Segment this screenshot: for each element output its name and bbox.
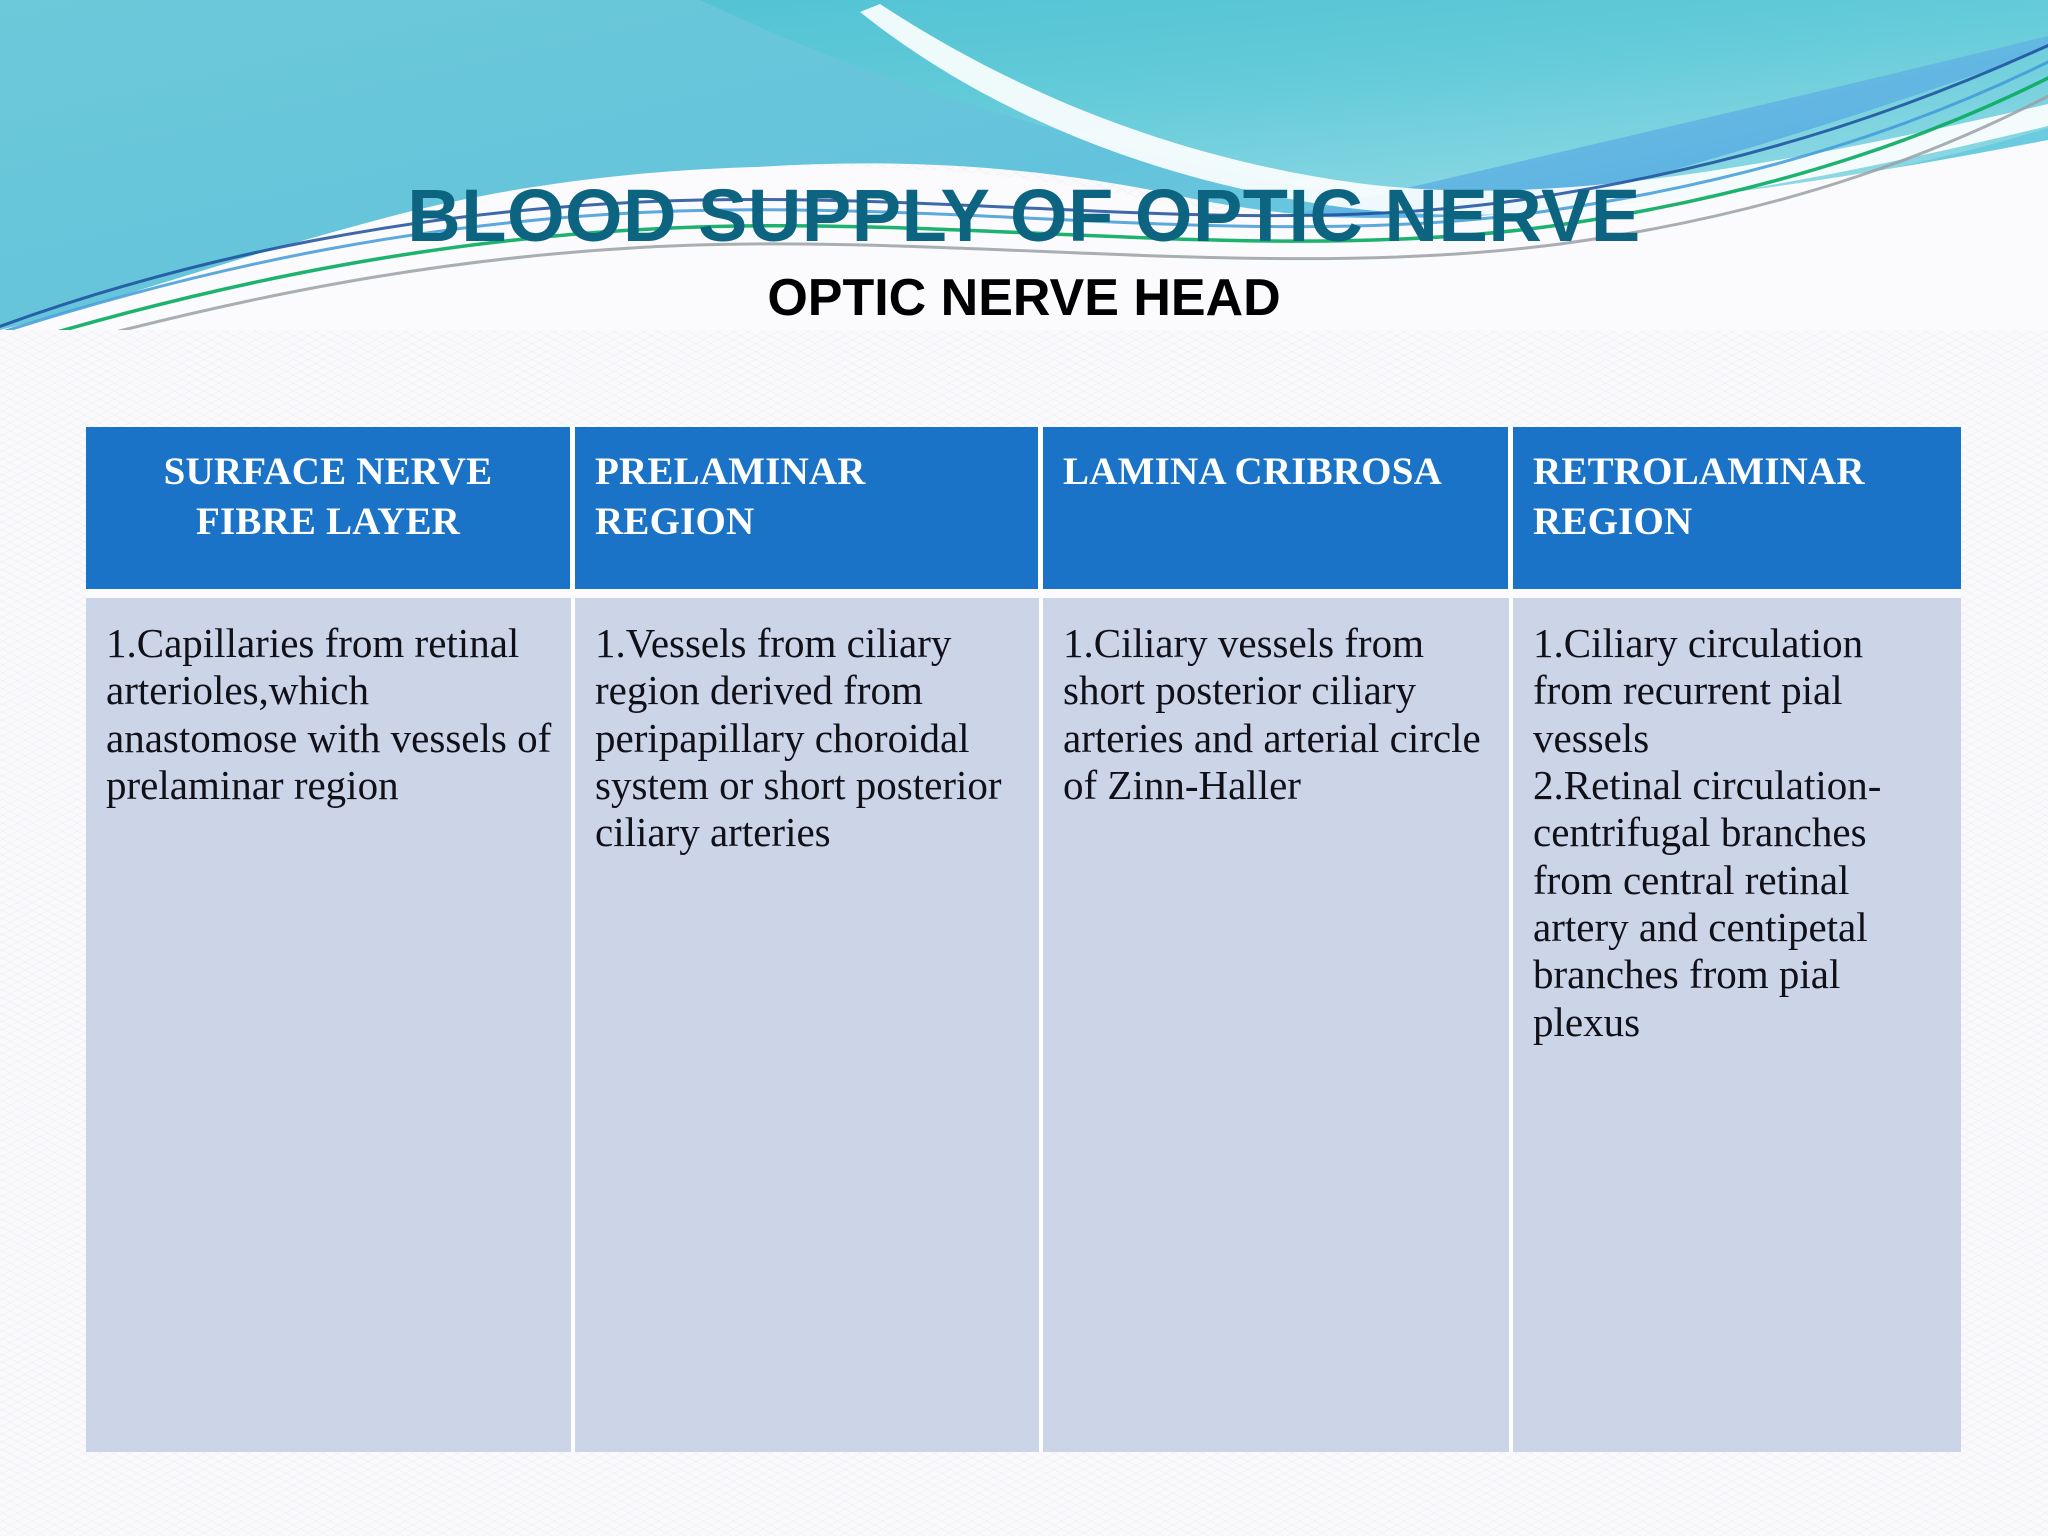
cell-prelaminar-region: 1.Vessels from ciliary region derived fr… [575,598,1043,1452]
cell-surface-nerve-fibre-layer: 1.Capillaries from retinal arterioles,wh… [86,598,575,1452]
optic-nerve-head-blood-supply-table: SURFACE NERVE FIBRE LAYER PRELAMINAR REG… [86,427,1961,1452]
column-header-surface-nerve-fibre-layer: SURFACE NERVE FIBRE LAYER [86,427,575,598]
title-block: BLOOD SUPPLY OF OPTIC NERVE OPTIC NERVE … [0,174,2048,327]
list-item: 1.Vessels from ciliary region derived fr… [595,620,1002,856]
page-title: BLOOD SUPPLY OF OPTIC NERVE [407,174,1641,257]
column-header-retrolaminar-region: RETROLAMINAR REGION [1513,427,1961,598]
table-header-row: SURFACE NERVE FIBRE LAYER PRELAMINAR REG… [86,427,1961,598]
column-header-prelaminar-region: PRELAMINAR REGION [575,427,1043,598]
list-item: 1.Ciliary circulation from recurrent pia… [1533,620,1864,761]
list-item: 1.Ciliary vessels from short posterior c… [1063,620,1481,809]
list-item: 1.Capillaries from retinal arterioles,wh… [106,620,552,809]
cell-lamina-cribrosa: 1.Ciliary vessels from short posterior c… [1043,598,1513,1452]
column-header-lamina-cribrosa: LAMINA CRIBROSA [1043,427,1513,598]
table-row: 1.Capillaries from retinal arterioles,wh… [86,598,1961,1452]
comparison-table-wrapper: SURFACE NERVE FIBRE LAYER PRELAMINAR REG… [86,427,1961,1452]
list-item: 2.Retinal circulation-centrifugal branch… [1533,762,1882,1045]
page-subtitle: OPTIC NERVE HEAD [767,268,1281,327]
cell-retrolaminar-region: 1.Ciliary circulation from recurrent pia… [1513,598,1961,1452]
